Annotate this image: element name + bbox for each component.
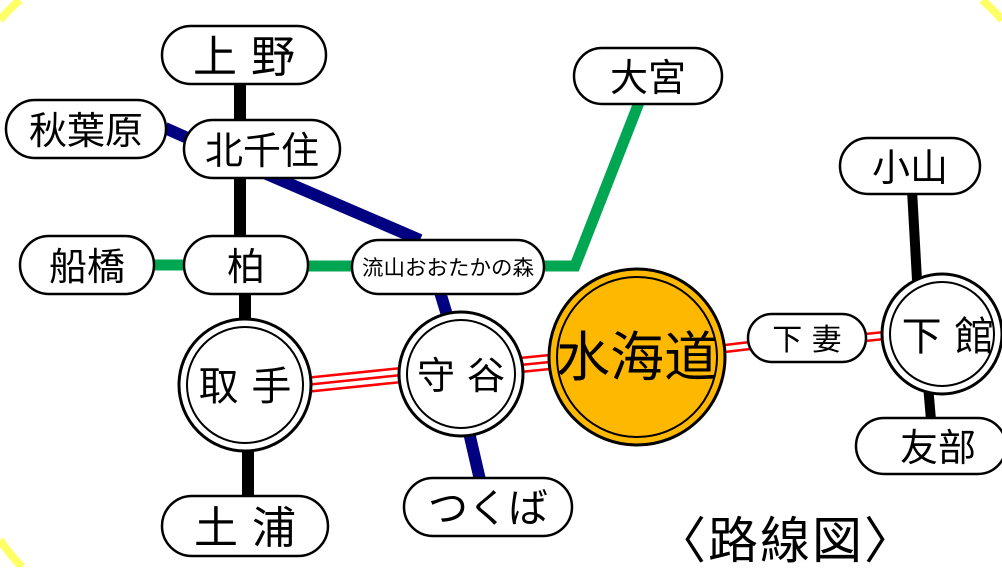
- station-moriya[interactable]: 守 谷: [397, 310, 525, 438]
- station-akihabara[interactable]: 秋葉原: [4, 98, 168, 160]
- station-tsukuba-label: つくば: [428, 486, 548, 532]
- station-oyama[interactable]: 小山: [838, 136, 982, 196]
- station-moriya-label: 守 谷: [417, 354, 505, 398]
- station-nagareyama-otakanomori[interactable]: 流山おおたかの森: [350, 238, 546, 296]
- corner-arc-top-right: [979, 0, 1002, 23]
- station-oyama-label: 小山: [872, 146, 948, 190]
- station-kitasenju[interactable]: 北千住: [182, 118, 342, 180]
- station-ueno-label: 上 野: [193, 32, 295, 83]
- station-mitsukaido[interactable]: 水海道: [547, 267, 727, 447]
- station-tomobe[interactable]: 友部: [854, 416, 1002, 476]
- kanto-line: [304, 330, 886, 394]
- station-omiya-label: 大宮: [610, 56, 686, 100]
- corner-arc-top-left: [0, 0, 23, 23]
- station-toride-label: 取 手: [199, 364, 292, 410]
- station-ueno[interactable]: 上 野: [160, 24, 328, 86]
- station-mitsukaido-label: 水海道: [556, 326, 718, 389]
- station-tsuchiura-label: 土 浦: [194, 503, 296, 554]
- station-kashiwa-label: 柏: [227, 245, 265, 289]
- station-funabashi[interactable]: 船橋: [18, 234, 156, 296]
- station-tsuchiura[interactable]: 土 浦: [160, 494, 330, 558]
- station-toride[interactable]: 取 手: [177, 317, 313, 453]
- station-tsukuba[interactable]: つくば: [402, 476, 574, 538]
- station-shimodate[interactable]: 下 館: [880, 272, 1002, 396]
- station-tomobe-label: 友部: [900, 426, 976, 470]
- corner-arc-bottom-left: [0, 537, 25, 567]
- station-omiya[interactable]: 大宮: [572, 46, 724, 106]
- station-shimodate-label: 下 館: [902, 314, 995, 360]
- station-kashiwa[interactable]: 柏: [182, 234, 310, 296]
- station-nagareyama-label: 流山おおたかの森: [362, 256, 534, 280]
- station-shimotsuma[interactable]: 下 妻: [746, 312, 868, 364]
- station-kitasenju-label: 北千住: [205, 129, 319, 173]
- station-shimotsuma-label: 下 妻: [772, 323, 842, 358]
- station-funabashi-label: 船橋: [49, 245, 125, 289]
- map-title: 〈路線図〉: [656, 512, 916, 570]
- station-akihabara-label: 秋葉原: [29, 109, 143, 153]
